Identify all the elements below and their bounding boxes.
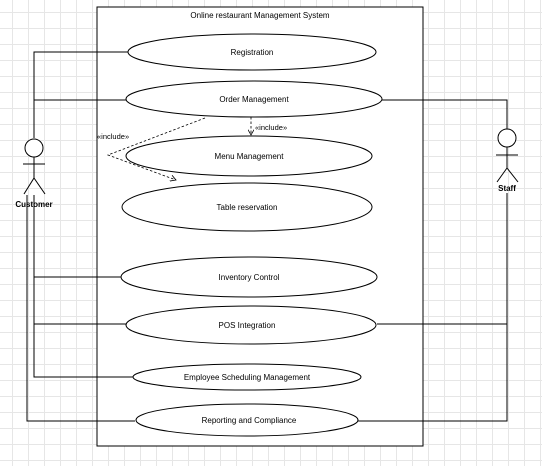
include-label-menu: «include» bbox=[255, 123, 287, 132]
use-case-inventory-control-label: Inventory Control bbox=[219, 273, 280, 282]
actor-staff-label: Staff bbox=[498, 184, 516, 193]
actor-customer-label: Customer bbox=[15, 200, 52, 209]
actor-staff[interactable] bbox=[496, 128, 519, 183]
use-case-pos-integration[interactable]: POS Integration bbox=[125, 305, 377, 345]
customer-associations bbox=[26, 51, 135, 422]
include-arrow-reservation bbox=[106, 117, 206, 180]
system-title: Online restaurant Management System bbox=[190, 11, 330, 20]
use-case-inventory-control[interactable]: Inventory Control bbox=[120, 256, 378, 298]
use-case-pos-integration-label: POS Integration bbox=[219, 321, 276, 330]
use-case-reporting-label: Reporting and Compliance bbox=[202, 416, 297, 425]
assoc-staff-reporting bbox=[358, 324, 508, 422]
assoc-customer-reporting bbox=[26, 195, 135, 422]
use-case-order-management[interactable]: Order Management bbox=[125, 80, 383, 118]
use-case-registration[interactable]: Registration bbox=[127, 33, 377, 71]
use-case-order-management-label: Order Management bbox=[219, 95, 289, 104]
include-relations bbox=[106, 117, 251, 180]
assoc-customer-order-management bbox=[33, 99, 126, 138]
actor-staff-head bbox=[497, 128, 517, 148]
use-case-menu-management[interactable]: Menu Management bbox=[125, 135, 373, 177]
use-case-table-reservation-label: Table reservation bbox=[217, 203, 278, 212]
use-case-employee-scheduling-label: Employee Scheduling Management bbox=[184, 373, 311, 382]
assoc-staff-order-management bbox=[382, 99, 508, 130]
use-case-employee-scheduling[interactable]: Employee Scheduling Management bbox=[132, 363, 362, 391]
assoc-customer-employee-scheduling bbox=[33, 195, 133, 378]
use-case-table-reservation[interactable]: Table reservation bbox=[121, 182, 373, 232]
include-label-reservation: «include» bbox=[97, 132, 129, 141]
actor-customer[interactable] bbox=[23, 138, 46, 195]
actor-customer-head bbox=[24, 138, 44, 158]
use-case-reporting[interactable]: Reporting and Compliance bbox=[135, 403, 359, 437]
staff-associations bbox=[358, 99, 508, 422]
use-case-registration-label: Registration bbox=[231, 48, 274, 57]
use-case-menu-management-label: Menu Management bbox=[215, 152, 285, 161]
